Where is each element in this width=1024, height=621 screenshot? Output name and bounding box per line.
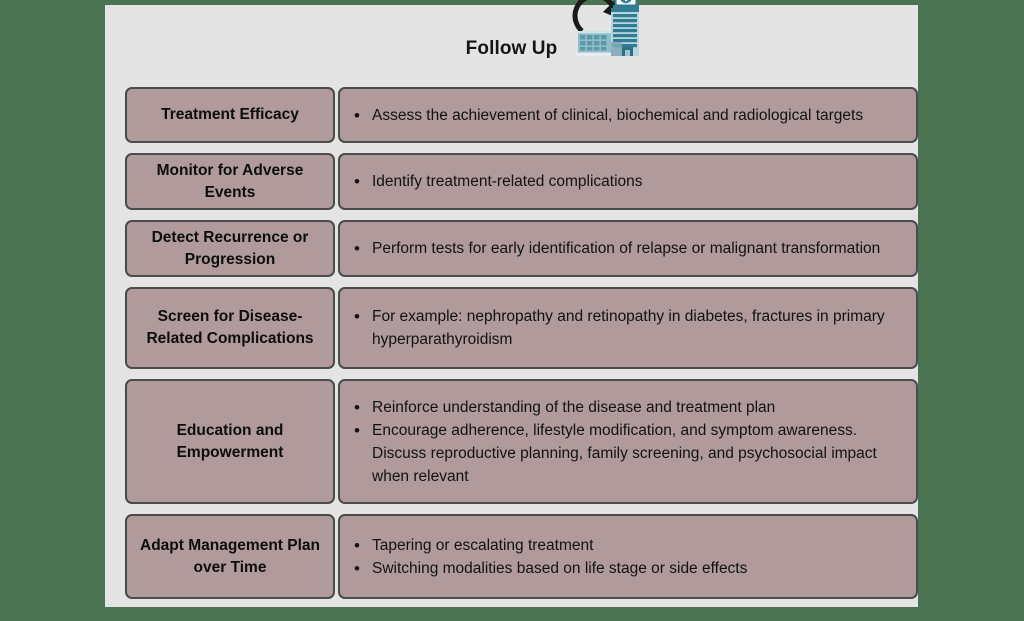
table-row: Treatment Efficacy • Assess the achievem…: [125, 87, 918, 143]
bullet-text: Reinforce understanding of the disease a…: [372, 398, 776, 416]
table-row: Education and Empowerment • Reinforce un…: [125, 379, 918, 504]
row-label: Education and Empowerment: [176, 421, 284, 461]
hospital-wing: [576, 31, 613, 56]
bullet-item: • Tapering or escalating treatment: [354, 534, 904, 557]
row-label: Treatment Efficacy: [161, 106, 299, 123]
table-row: Adapt Management Plan over Time • Taperi…: [125, 514, 918, 599]
bullet-item: • Reinforce understanding of the disease…: [354, 396, 904, 419]
row-label-cell[interactable]: Adapt Management Plan over Time: [125, 514, 335, 599]
bullet-item: • Assess the achievement of clinical, bi…: [354, 104, 904, 127]
bullet-dot-icon: •: [354, 239, 360, 258]
bullet-dot-icon: •: [354, 535, 360, 555]
bullet-item: • Switching modalities based on life sta…: [354, 557, 904, 580]
row-label: Adapt Management Plan over Time: [140, 536, 320, 576]
table-row: Screen for Disease-Related Complications…: [125, 287, 918, 369]
row-content-cell[interactable]: • Assess the achievement of clinical, bi…: [338, 87, 918, 143]
row-content-cell[interactable]: • Reinforce understanding of the disease…: [338, 379, 918, 504]
bullet-dot-icon: •: [354, 307, 360, 326]
row-label: Detect Recurrence or Progression: [151, 228, 309, 268]
row-label-cell[interactable]: Treatment Efficacy: [125, 87, 335, 143]
row-content-cell[interactable]: • Tapering or escalating treatment • Swi…: [338, 514, 918, 599]
bullet-text: Identify treatment-related complications: [372, 173, 643, 190]
bullet-item: • Perform tests for early identification…: [354, 237, 904, 260]
bullet-item: • Identify treatment-related complicatio…: [354, 170, 904, 193]
bullet-text: Switching modalities based on life stage…: [372, 559, 748, 577]
bullet-text: Perform tests for early identification o…: [372, 240, 881, 257]
bullet-item: • Encourage adherence, lifestyle modific…: [354, 419, 904, 488]
table-row: Monitor for Adverse Events • Identify tr…: [125, 153, 918, 210]
bullet-item: • For example: nephropathy and retinopat…: [354, 305, 904, 351]
page-title: Follow Up: [465, 38, 558, 59]
bullet-dot-icon: •: [354, 558, 360, 578]
slide-canvas: Follow Up: [105, 0, 918, 609]
bullet-dot-icon: •: [354, 397, 360, 417]
bullet-text: For example: nephropathy and retinopathy…: [372, 308, 885, 348]
bullet-text: Encourage adherence, lifestyle modificat…: [372, 421, 877, 485]
bullet-text: Tapering or escalating treatment: [372, 536, 594, 554]
row-label-cell[interactable]: Detect Recurrence or Progression: [125, 220, 335, 277]
row-content-cell[interactable]: • For example: nephropathy and retinopat…: [338, 287, 918, 369]
bullet-dot-icon: •: [354, 105, 360, 125]
slide-header: Follow Up: [105, 0, 918, 87]
table-row: Detect Recurrence or Progression • Perfo…: [125, 220, 918, 277]
row-label: Screen for Disease-Related Complications: [146, 308, 314, 347]
row-content-cell[interactable]: • Perform tests for early identification…: [338, 220, 918, 277]
bullet-dot-icon: •: [354, 172, 360, 191]
bullet-text: Assess the achievement of clinical, bioc…: [372, 106, 864, 124]
row-label-cell[interactable]: Monitor for Adverse Events: [125, 153, 335, 210]
row-label-cell[interactable]: Screen for Disease-Related Complications: [125, 287, 335, 369]
row-content-cell[interactable]: • Identify treatment-related complicatio…: [338, 153, 918, 210]
hospital-tower: [611, 8, 639, 56]
title-wrap: Follow Up: [105, 35, 918, 63]
hospital-cross-sign-icon: [613, 0, 639, 9]
hospital-followup-icon: [570, 0, 648, 57]
row-label: Monitor for Adverse Events: [156, 161, 304, 201]
row-label-cell[interactable]: Education and Empowerment: [125, 379, 335, 504]
followup-table: Treatment Efficacy • Assess the achievem…: [125, 87, 918, 609]
bullet-dot-icon: •: [354, 420, 360, 440]
